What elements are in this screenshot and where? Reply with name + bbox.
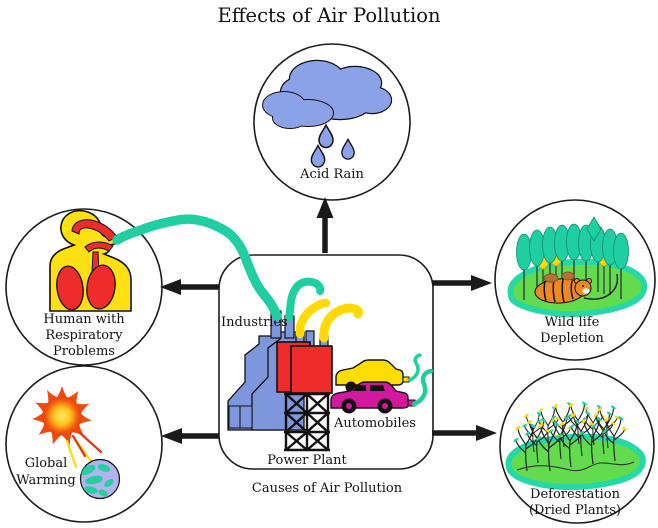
human-figure-icon xyxy=(49,209,132,312)
human-label-line1: Human with xyxy=(43,312,125,327)
automobiles-icon xyxy=(330,353,434,414)
deforestation-label-line2: (Dried Plants) xyxy=(529,503,621,518)
node-human: Human with Respiratory Problems xyxy=(5,208,163,366)
global-warming-label-line2: Warming xyxy=(16,473,75,488)
forest-trees-icon xyxy=(515,216,630,301)
node-acid-rain: Acid Rain xyxy=(253,43,411,201)
arrow-to-acid-rain xyxy=(316,197,334,253)
lungs-icon xyxy=(56,264,116,311)
power-plant-label: Power Plant xyxy=(267,453,347,468)
global-warming-circle xyxy=(5,365,163,523)
smoke-plumes-icon xyxy=(285,277,363,343)
ground-path-line xyxy=(516,461,635,472)
node-global-warming: Global Warming xyxy=(5,365,163,523)
arrow-to-wildlife xyxy=(432,275,492,291)
sun-rays-icon xyxy=(65,431,103,469)
arrow-to-deforestation xyxy=(432,425,497,441)
causes-caption: Causes of Air Pollution xyxy=(252,481,403,496)
magenta-car-icon xyxy=(330,381,416,414)
chimneys-icon xyxy=(270,310,329,350)
smoke-stream-icon xyxy=(112,214,282,321)
reactor-box-right xyxy=(290,345,333,394)
automobiles-label: Automobiles xyxy=(333,416,416,431)
human-label-line3: Problems xyxy=(53,344,115,359)
power-plant-icon xyxy=(276,341,333,452)
causes-box: Industries Power Plant Automobiles xyxy=(218,254,434,470)
arrow-to-human xyxy=(160,279,219,295)
lattice-tower-icon xyxy=(284,392,330,452)
earth-icon xyxy=(79,458,121,500)
diamond-tree-icon xyxy=(586,216,602,242)
raindrops-icon xyxy=(310,123,355,168)
tiger-icon xyxy=(534,271,619,304)
node-wildlife: Wild life Depletion xyxy=(494,199,656,361)
cloud-icon xyxy=(262,59,393,129)
arrow-to-global-warming xyxy=(161,428,219,444)
deforestation-label-line1: Deforestation xyxy=(530,487,621,502)
arrows xyxy=(160,197,497,444)
dried-ground xyxy=(505,433,646,491)
industries-label: Industries xyxy=(221,315,288,330)
human-label-line2: Respiratory xyxy=(45,328,123,343)
node-deforestation: Deforestation (Dried Plants) xyxy=(499,368,655,524)
page-title: Effects of Air Pollution xyxy=(217,4,441,27)
exhaust-icon xyxy=(408,353,434,407)
wildlife-label-line2: Depletion xyxy=(540,331,604,346)
wildlife-label-line1: Wild life xyxy=(545,315,600,330)
acid-rain-label: Acid Rain xyxy=(299,167,364,182)
global-warming-label-line1: Global xyxy=(25,456,68,471)
